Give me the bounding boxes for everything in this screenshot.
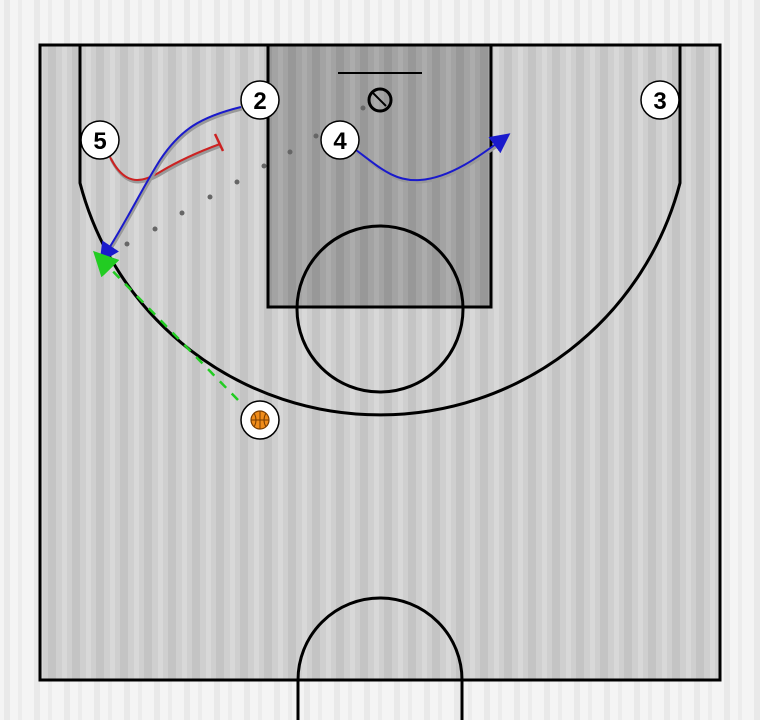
player-4[interactable]: 4 [320,120,360,160]
player-3[interactable]: 3 [640,80,680,120]
cut-path-2 [99,106,243,263]
paint-area [268,45,491,307]
basketball-icon [250,410,270,430]
center-circle [296,596,464,720]
player-2-number: 2 [253,88,266,115]
player-3-number: 3 [653,88,666,115]
key-lane [266,43,493,309]
player-4-number: 4 [333,128,347,155]
dribble-trail [124,105,366,247]
cut-path-4 [355,133,511,184]
player-2[interactable]: 2 [240,80,280,120]
ball-handler[interactable] [240,400,280,440]
player-5[interactable]: 5 [80,120,120,160]
free-throw-circle [295,224,465,394]
player-5-number: 5 [93,128,106,155]
rim-icon [367,87,393,113]
screen-path-5 [109,133,225,184]
